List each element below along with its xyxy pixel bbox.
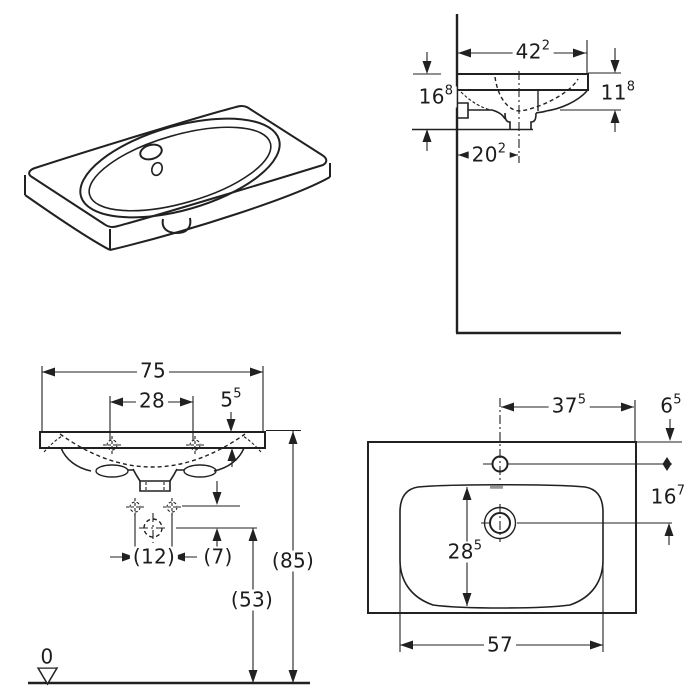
iso-overflow-hole <box>151 161 163 177</box>
iso-basin-rim-inner <box>88 126 272 212</box>
dim-tap-to-outlet <box>664 523 674 545</box>
front-underside <box>60 447 245 492</box>
dim-label-outlet-offset: 202 <box>468 143 510 166</box>
dim-label-tap-to-outlet: 167 <box>647 485 689 508</box>
side-trap-left <box>504 112 511 129</box>
iso-top-face <box>28 104 328 229</box>
plan-drain <box>481 504 672 542</box>
dim-rim-height <box>266 429 301 683</box>
front-fixing-hole-left <box>103 436 121 454</box>
iso-drain-stub <box>161 217 192 235</box>
plan-tap-hole <box>483 398 672 481</box>
dim-label-tap-to-edge: 375 <box>548 394 590 417</box>
dim-label-bowl-depth: 285 <box>444 540 486 563</box>
plan-bowl-outline <box>399 483 604 609</box>
dim-label-datum-level: 0 <box>37 646 57 668</box>
dim-label-edge-height: 118 <box>597 81 639 104</box>
datum-triangle <box>36 667 59 686</box>
side-slab-outline <box>457 73 589 91</box>
iso-bottom-front-edge <box>109 176 331 251</box>
dim-label-depth-top: 422 <box>512 40 554 63</box>
front-view <box>28 366 310 686</box>
iso-view <box>24 104 331 251</box>
side-view <box>412 14 621 335</box>
dim-label-front-height: 168 <box>415 85 457 108</box>
dim-label-overall-width: 75 <box>136 360 170 382</box>
dim-tap-to-front <box>636 419 682 471</box>
dim-label-rim-thickness: 55 <box>217 388 245 411</box>
front-rim-hidden-arc <box>59 433 246 468</box>
iso-bottom-left-edge <box>24 194 111 251</box>
front-rim-corner-right <box>242 435 262 453</box>
side-shelf <box>468 109 506 120</box>
side-apron-notch <box>457 102 469 119</box>
dim-label-bracket-spacing: (12) <box>129 546 179 568</box>
dim-front-height <box>412 52 533 151</box>
dim-label-tap-to-front: 65 <box>657 394 685 417</box>
iso-tap-hole <box>139 143 163 161</box>
dim-rim-thickness <box>226 412 237 467</box>
front-rim-corner-left <box>43 435 63 453</box>
dim-label-outlet-height: (53) <box>227 589 277 611</box>
dim-label-outlet-drop: (7) <box>200 546 236 568</box>
front-slab <box>39 431 266 449</box>
side-underside-curve <box>545 90 588 112</box>
iso-basin-rim-outer <box>79 117 281 219</box>
dim-edge-height <box>560 48 621 132</box>
dim-outlet-drop <box>182 481 240 547</box>
dim-label-bowl-width: 57 <box>483 634 517 656</box>
dim-bracket-spacing <box>110 513 197 562</box>
plan-outline <box>367 441 637 614</box>
dim-label-rim-height: (85) <box>268 550 318 572</box>
side-hidden-diagonal <box>460 91 492 111</box>
top-view <box>367 398 682 652</box>
front-fixing-hole-right <box>186 436 204 454</box>
front-outlet-hole <box>139 513 167 543</box>
side-trap-right <box>530 110 547 129</box>
dim-label-fixing-spacing: 28 <box>135 390 169 412</box>
